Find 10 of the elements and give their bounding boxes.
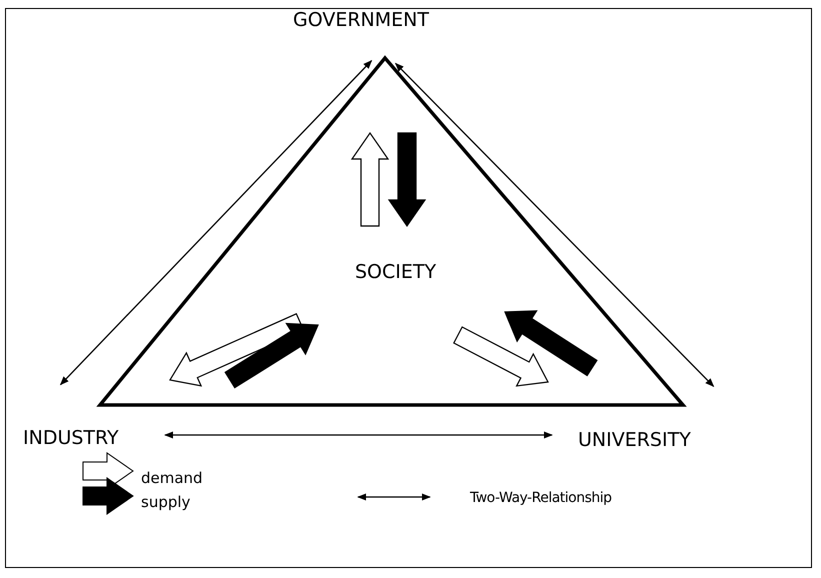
vertex-label: INDUSTRY bbox=[23, 426, 119, 450]
double-arrow bbox=[394, 62, 714, 388]
double-arrow bbox=[60, 60, 372, 386]
center-label: SOCIETY bbox=[355, 260, 436, 284]
vertex-label: UNIVERSITY bbox=[578, 428, 691, 452]
legend-text: supply bbox=[141, 493, 190, 511]
vertex-label: GOVERNMENT bbox=[293, 8, 429, 32]
double-arrow bbox=[164, 431, 553, 439]
legend-text: demand bbox=[141, 469, 203, 487]
legend-text: Two-Way-Relationship bbox=[470, 489, 612, 507]
